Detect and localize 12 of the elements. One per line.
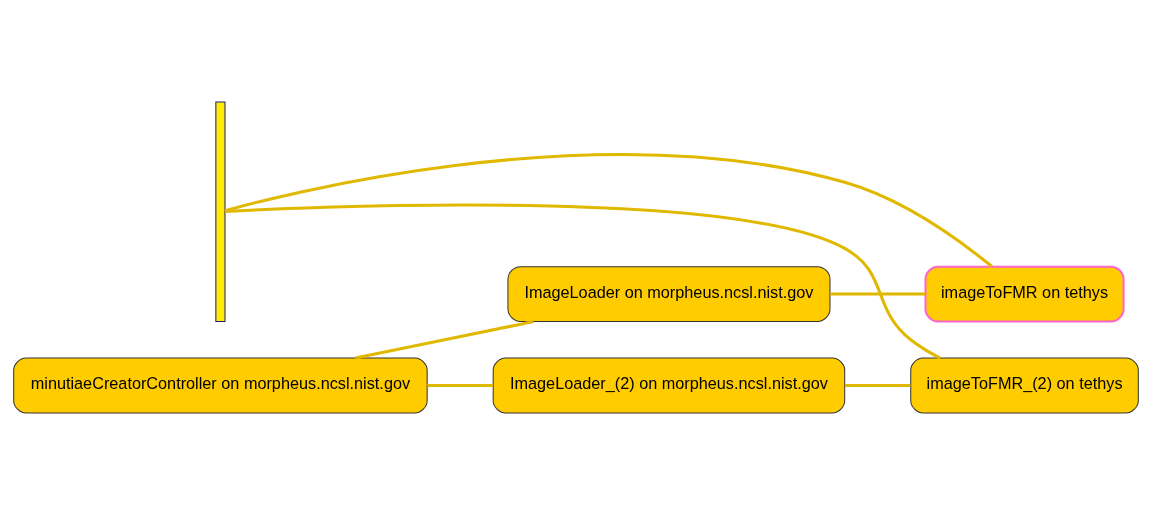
connector bbox=[830, 292, 926, 296]
node-box: ImageLoader_(2) on morpheus.ncsl.nist.gov bbox=[492, 357, 846, 413]
node-box: imageToFMR on tethys bbox=[924, 265, 1125, 322]
node-bar bbox=[215, 101, 226, 322]
node-box: ImageLoader on morpheus.ncsl.nist.gov bbox=[507, 265, 831, 322]
connector bbox=[225, 203, 941, 359]
connector bbox=[844, 383, 911, 387]
node-box: imageToFMR_(2) on tethys bbox=[910, 357, 1139, 413]
connector bbox=[427, 383, 494, 387]
connector bbox=[224, 152, 993, 268]
node-box: minutiaeCreatorController on morpheus.ncsl.nist.gov bbox=[13, 357, 428, 413]
connector bbox=[355, 319, 534, 360]
